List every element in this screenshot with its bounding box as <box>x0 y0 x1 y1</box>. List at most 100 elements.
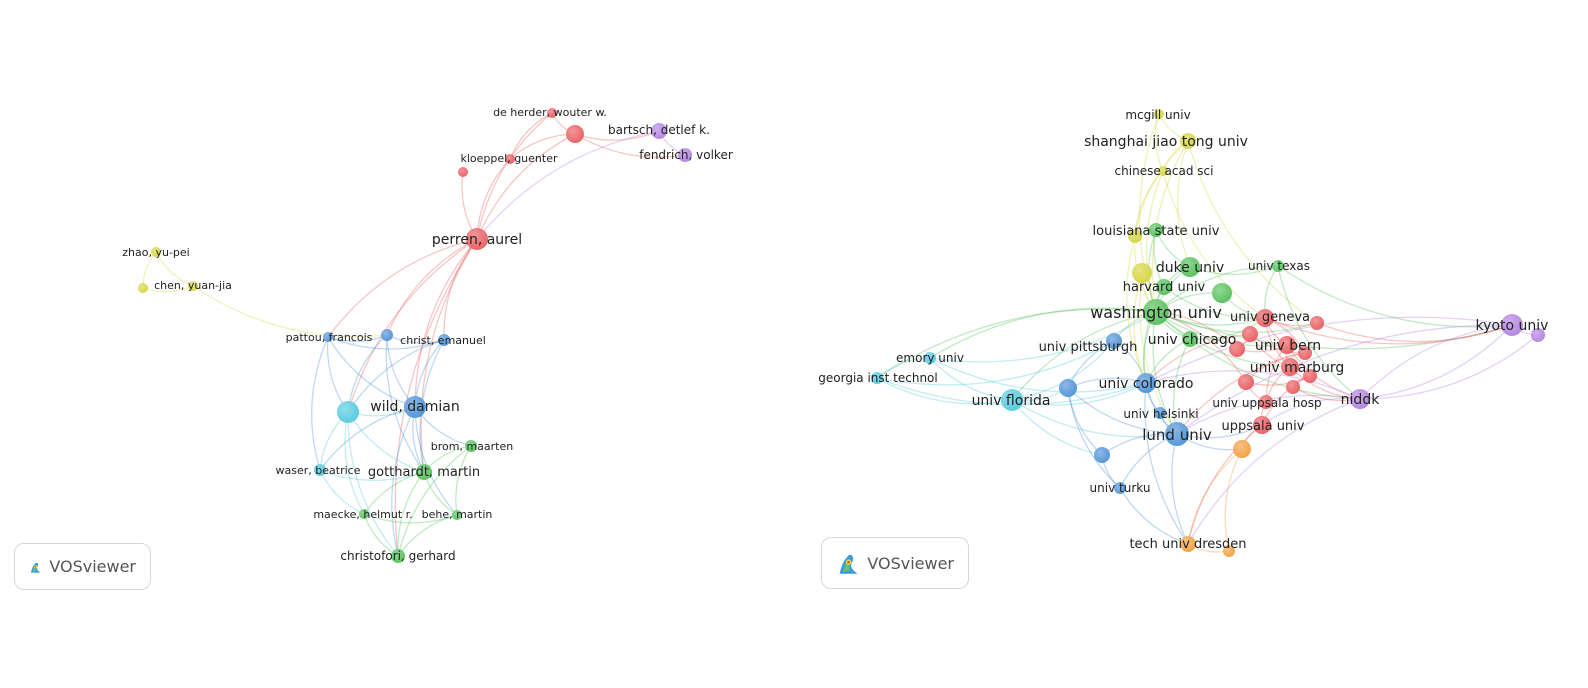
node-b20[interactable] <box>871 372 883 384</box>
node-b39[interactable] <box>1303 369 1317 383</box>
node-b28[interactable] <box>1253 416 1271 434</box>
node-b7[interactable] <box>1272 260 1284 272</box>
node-b17[interactable] <box>1106 333 1122 349</box>
link-b28-b33 <box>1187 424 1263 545</box>
node-b24[interactable] <box>1350 389 1370 409</box>
node-a10[interactable] <box>188 281 198 291</box>
node-b4[interactable] <box>1149 223 1163 237</box>
link-b30-b34 <box>1224 448 1243 552</box>
node-a21[interactable] <box>391 549 405 563</box>
link-b24-b33 <box>1187 398 1361 545</box>
node-b38[interactable] <box>1238 374 1254 390</box>
node-a5[interactable] <box>505 154 515 164</box>
node-label-a21: christofori, gerhard <box>340 549 455 563</box>
node-a15[interactable] <box>404 396 426 418</box>
node-b21[interactable] <box>1281 358 1299 376</box>
node-a19[interactable] <box>359 509 369 519</box>
node-b25[interactable] <box>1001 389 1023 411</box>
link-b29-b33 <box>1171 433 1189 545</box>
link-b25-b31 <box>1011 399 1103 456</box>
link-b13-b14 <box>1316 322 1513 343</box>
node-b15[interactable] <box>1531 328 1545 342</box>
node-a17[interactable] <box>314 464 326 476</box>
link-a17-a19 <box>319 469 365 515</box>
node-a18[interactable] <box>416 464 432 480</box>
node-b10[interactable] <box>1212 283 1232 303</box>
node-b36[interactable] <box>1242 326 1258 342</box>
node-b5[interactable] <box>1128 229 1142 243</box>
node-b11[interactable] <box>1143 299 1169 325</box>
link-a12-a18 <box>385 334 425 473</box>
link-b2-b13 <box>1187 140 1318 324</box>
node-b34[interactable] <box>1223 545 1235 557</box>
node-a3[interactable] <box>651 123 667 139</box>
node-label-a1: de herder, wouter w. <box>493 106 607 119</box>
node-label-b16: emory univ <box>896 351 964 365</box>
link-b1-b3 <box>1155 113 1164 172</box>
vosviewer-logo-right: VOSviewer <box>821 537 969 589</box>
node-b35[interactable] <box>1229 341 1245 357</box>
node-a14[interactable] <box>337 401 359 423</box>
node-a4[interactable] <box>678 148 692 162</box>
link-b11-b24 <box>1155 311 1361 400</box>
link-a7-a18 <box>420 238 478 473</box>
node-b14[interactable] <box>1501 314 1523 336</box>
node-b29[interactable] <box>1165 422 1189 446</box>
node-b27[interactable] <box>1154 407 1166 419</box>
node-a1[interactable] <box>547 108 557 118</box>
node-label-b14: kyoto univ <box>1476 318 1549 334</box>
link-b24-b22 <box>1145 370 1361 400</box>
node-b30[interactable] <box>1233 440 1251 458</box>
node-a16[interactable] <box>465 440 477 452</box>
node-a8[interactable] <box>151 247 161 257</box>
link-b3-b12 <box>1162 170 1266 319</box>
node-b19[interactable] <box>1278 336 1296 354</box>
node-b8[interactable] <box>1132 263 1152 283</box>
link-b8-b22 <box>1133 272 1147 384</box>
node-a20[interactable] <box>452 510 462 520</box>
node-a11[interactable] <box>323 332 333 342</box>
node-b33[interactable] <box>1180 536 1196 552</box>
node-b13[interactable] <box>1310 316 1324 330</box>
link-a3-a7 <box>476 130 660 240</box>
node-b22[interactable] <box>1136 373 1156 393</box>
node-label-b20: georgia inst technol <box>818 371 937 385</box>
link-b14-b22 <box>1145 316 1513 384</box>
node-b32[interactable] <box>1114 482 1126 494</box>
node-b23[interactable] <box>1059 379 1077 397</box>
node-b1[interactable] <box>1154 109 1164 119</box>
node-label-b29: lund univ <box>1142 426 1212 444</box>
node-label-a15: wild, damian <box>370 399 459 415</box>
node-b40[interactable] <box>1286 380 1300 394</box>
link-a1-a5 <box>509 112 553 160</box>
node-a9[interactable] <box>138 283 148 293</box>
node-a12[interactable] <box>381 329 393 341</box>
node-a13[interactable] <box>438 334 450 346</box>
node-a2[interactable] <box>566 125 584 143</box>
node-b16[interactable] <box>924 352 936 364</box>
vosviewer-logo-text: VOSviewer <box>867 553 954 573</box>
node-a6[interactable] <box>458 167 468 177</box>
node-b18[interactable] <box>1182 331 1198 347</box>
link-a7-a11 <box>327 238 478 338</box>
node-label-a8: zhao, yu-pei <box>122 246 189 259</box>
node-b9[interactable] <box>1156 279 1172 295</box>
node-b31[interactable] <box>1094 447 1110 463</box>
link-b11-b29 <box>1152 311 1178 435</box>
link-b23-b29 <box>1067 387 1178 435</box>
link-b24-b15 <box>1359 334 1539 400</box>
node-b26[interactable] <box>1259 395 1273 409</box>
node-b6[interactable] <box>1180 257 1200 277</box>
node-label-b17: univ pittsburgh <box>1039 340 1138 355</box>
link-a2-a7 <box>476 133 576 240</box>
node-b2[interactable] <box>1180 133 1196 149</box>
link-b24-b14 <box>1359 324 1513 400</box>
node-label-b24: niddk <box>1341 392 1381 408</box>
node-a7[interactable] <box>466 228 488 250</box>
vosviewer-logo-icon <box>30 562 41 573</box>
node-b12[interactable] <box>1256 309 1274 327</box>
node-b3[interactable] <box>1158 166 1168 176</box>
node-b37[interactable] <box>1298 346 1312 360</box>
link-a14-a21 <box>347 411 399 557</box>
